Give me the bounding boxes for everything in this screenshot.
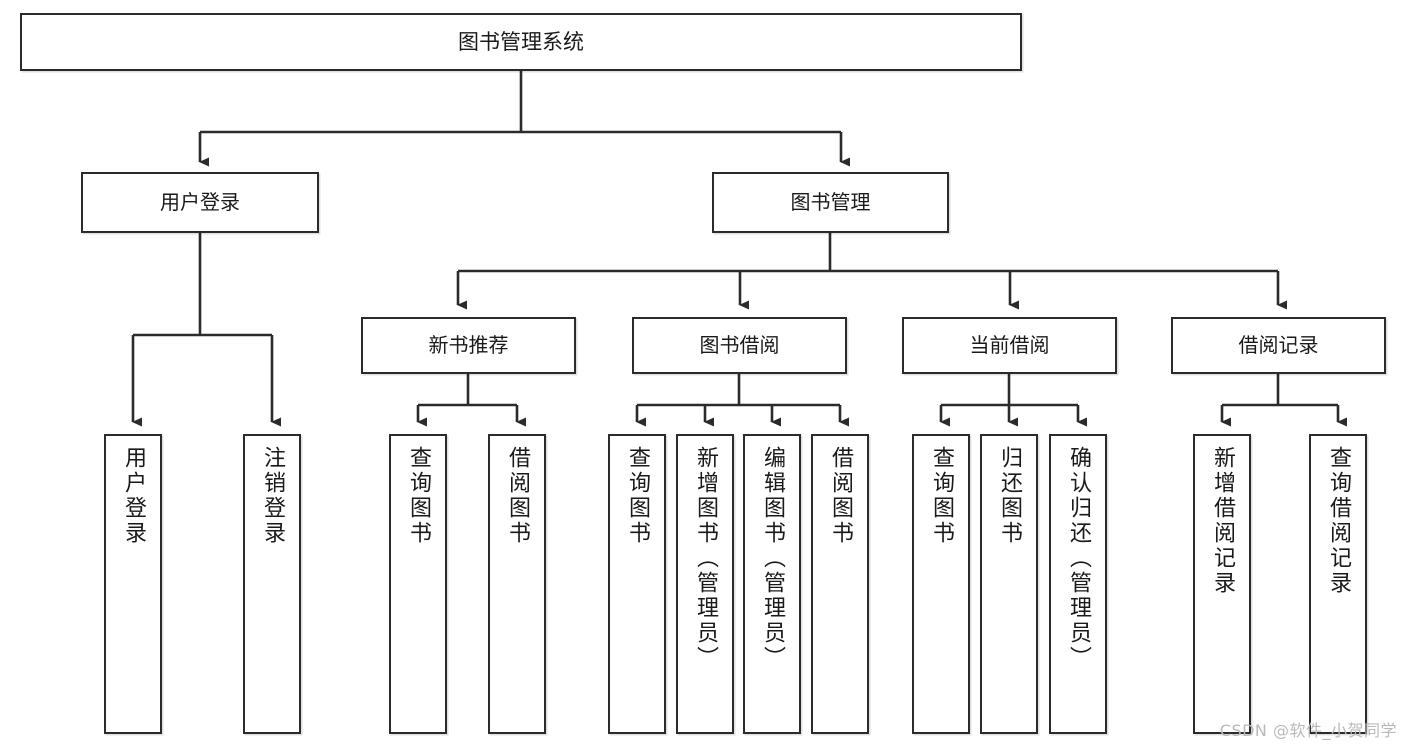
node-label: 查询借阅记录 — [1326, 446, 1351, 596]
node-label: 编辑图书（管理员） — [760, 446, 785, 671]
node-label: 借阅图书 — [828, 446, 853, 546]
node-current-borrowing[interactable]: 当前借阅 — [902, 317, 1117, 374]
node-root-book-management-system[interactable]: 图书管理系统 — [20, 13, 1022, 71]
node-leaf-query-book-borrowing[interactable]: 查询图书 — [608, 434, 666, 734]
node-label: 用户登录 — [121, 446, 146, 546]
node-new-book-recommendation[interactable]: 新书推荐 — [361, 317, 576, 374]
node-leaf-borrow-book-borrowing[interactable]: 借阅图书 — [811, 434, 869, 734]
node-label: 新增借阅记录 — [1210, 446, 1235, 596]
node-book-management[interactable]: 图书管理 — [712, 172, 949, 233]
node-leaf-add-book-admin[interactable]: 新增图书（管理员） — [676, 434, 734, 734]
node-label: 新书推荐 — [428, 332, 509, 357]
node-leaf-confirm-return-admin[interactable]: 确认归还（管理员） — [1049, 434, 1107, 734]
node-leaf-logout[interactable]: 注销登录 — [243, 434, 301, 734]
node-leaf-borrow-book-recommendation[interactable]: 借阅图书 — [488, 434, 546, 734]
node-leaf-return-book[interactable]: 归还图书 — [980, 434, 1038, 734]
node-label: 图书管理系统 — [458, 29, 584, 54]
node-borrowing-records[interactable]: 借阅记录 — [1171, 317, 1386, 374]
node-leaf-user-login[interactable]: 用户登录 — [104, 434, 162, 734]
node-leaf-edit-book-admin[interactable]: 编辑图书（管理员） — [743, 434, 801, 734]
node-leaf-query-book-recommendation[interactable]: 查询图书 — [389, 434, 447, 734]
node-label: 图书管理 — [790, 189, 871, 214]
node-book-borrowing[interactable]: 图书借阅 — [632, 317, 847, 374]
csdn-watermark: CSDN @软件_小贺同学 — [1219, 721, 1397, 740]
node-label: 借阅记录 — [1238, 332, 1319, 357]
node-label: 借阅图书 — [505, 446, 530, 546]
node-label: 用户登录 — [160, 189, 240, 214]
node-user-login[interactable]: 用户登录 — [81, 172, 319, 233]
node-label: 当前借阅 — [969, 332, 1050, 357]
node-label: 查询图书 — [625, 446, 650, 546]
node-label: 查询图书 — [406, 446, 431, 546]
node-label: 归还图书 — [997, 446, 1022, 546]
node-label: 新增图书（管理员） — [693, 446, 718, 671]
node-leaf-query-book-current[interactable]: 查询图书 — [912, 434, 970, 734]
node-label: 注销登录 — [260, 446, 285, 546]
node-label: 查询图书 — [929, 446, 954, 546]
node-label: 确认归还（管理员） — [1066, 446, 1091, 671]
node-leaf-add-borrowing-record[interactable]: 新增借阅记录 — [1193, 434, 1251, 734]
node-label: 图书借阅 — [699, 332, 780, 357]
node-leaf-query-borrowing-record[interactable]: 查询借阅记录 — [1309, 434, 1367, 734]
